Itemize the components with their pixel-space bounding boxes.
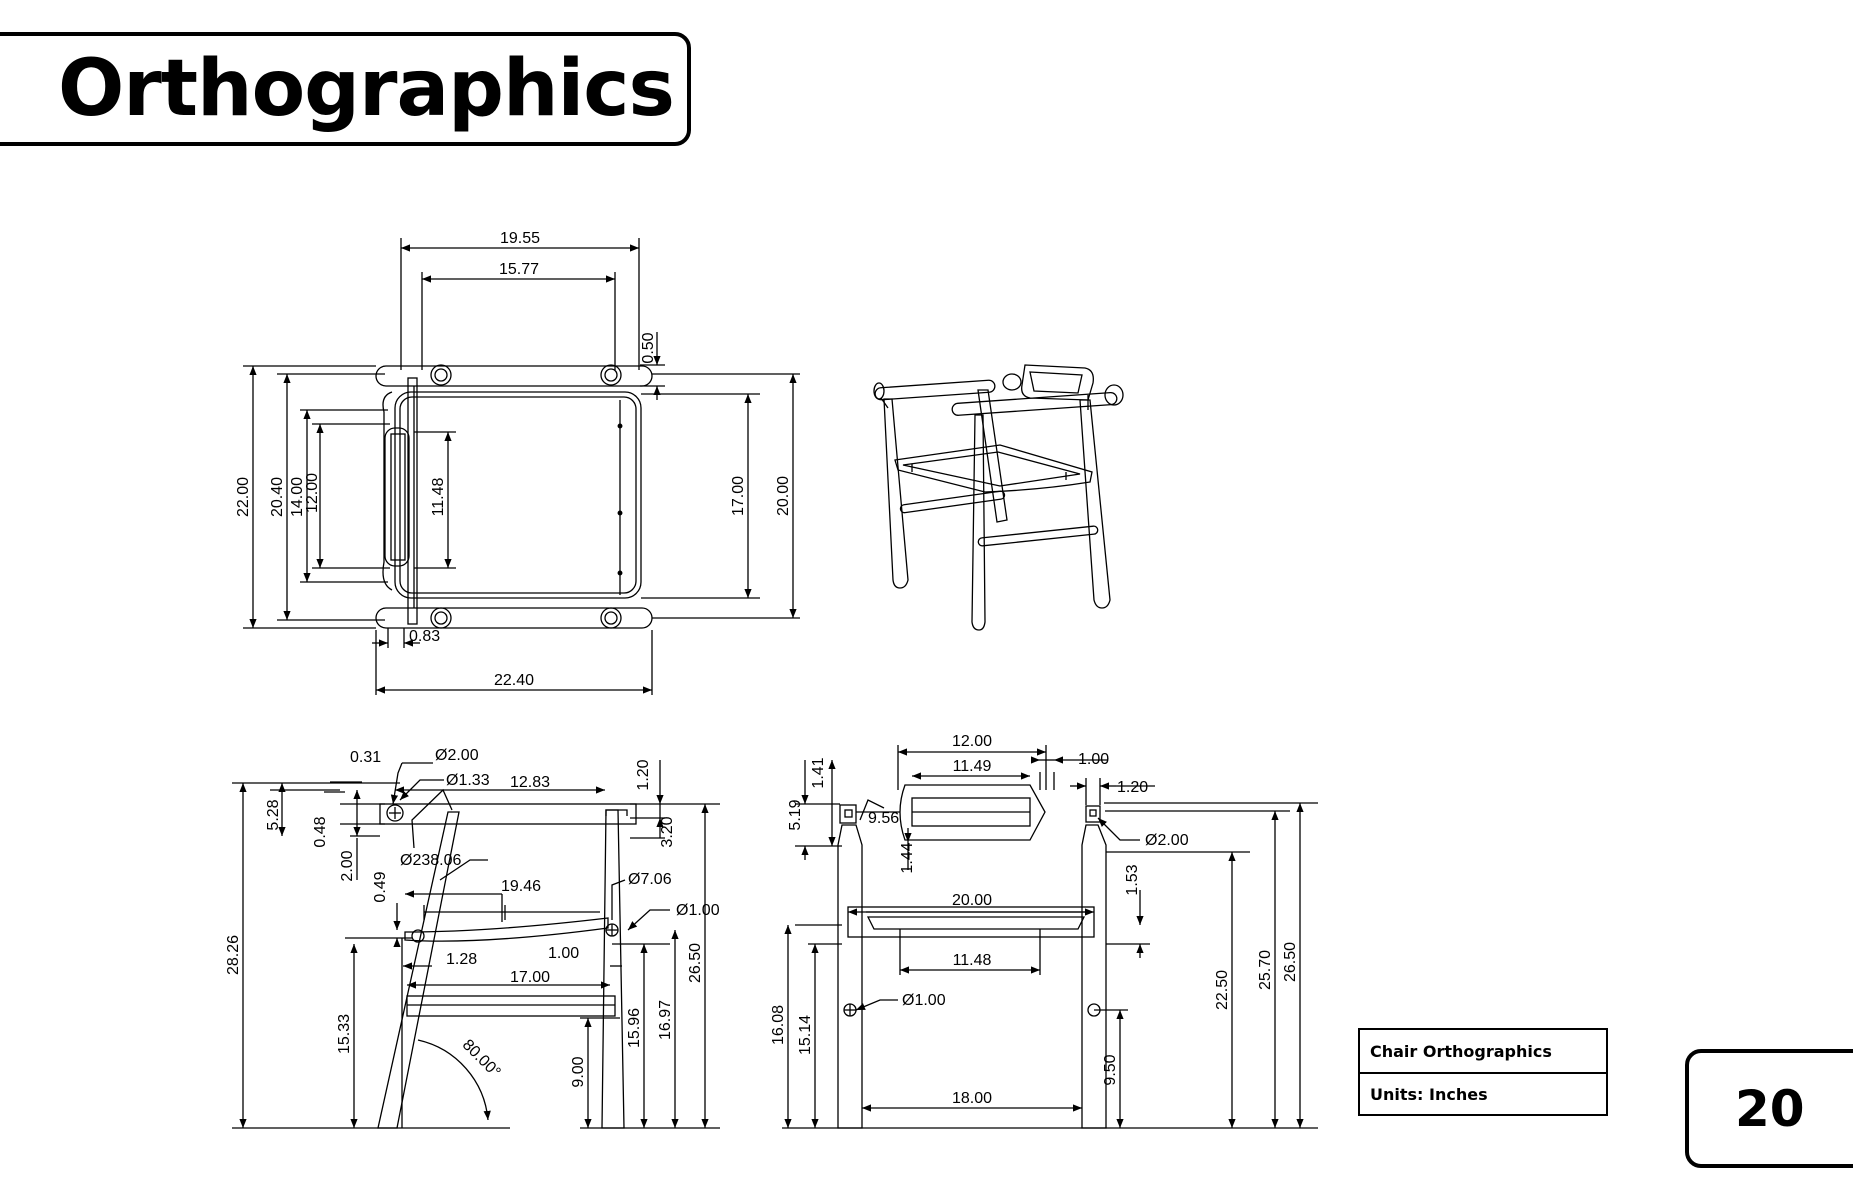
dim-base-width: 22.40 (494, 672, 534, 689)
side-view-arm-joint (386, 804, 404, 822)
iso-seat (894, 444, 1093, 493)
side-dim-d10: Ø238.06 (400, 852, 461, 869)
title-box: Orthographics (0, 32, 691, 146)
front-dim-d5: 1.20 (1117, 779, 1148, 796)
iso-leg-front-right (971, 414, 986, 631)
front-dim-d10: 1.53 (1124, 864, 1141, 895)
front-view-backrest (899, 784, 1046, 841)
iso-leg-back-right (1079, 399, 1111, 609)
front-dim-d7: 9.56 (868, 810, 899, 827)
side-dim-d5: 1.20 (635, 759, 652, 790)
front-view-leg-left (837, 824, 863, 1129)
title-block: Chair Orthographics Units: Inches (1358, 1028, 1608, 1116)
side-dim-d19: 17.00 (510, 969, 550, 986)
top-view-backrest (382, 391, 393, 591)
page-number: 20 (1735, 1079, 1805, 1138)
side-dim-d6: 5.28 (265, 799, 282, 830)
side-dim-d24: 80.00° (459, 1036, 504, 1081)
front-dim-d14: 16.08 (770, 1005, 787, 1045)
dim-width-inner: 15.77 (499, 261, 539, 278)
top-view (243, 238, 800, 695)
front-dim-d3: 1.41 (810, 757, 827, 788)
top-view-leg-back-right (600, 607, 622, 629)
side-dim-d11: Ø7.06 (628, 871, 672, 888)
front-dim-d2: 1.00 (1078, 751, 1109, 768)
side-dim-d20: 15.33 (336, 1014, 353, 1054)
page-title: Orthographics (58, 44, 675, 134)
front-dim-d8: Ø2.00 (1145, 832, 1189, 849)
front-dim-d1: 12.00 (952, 733, 992, 750)
side-dim-d13: 19.46 (501, 878, 541, 895)
top-view-seat (394, 391, 642, 599)
side-view-stretcher (406, 995, 616, 1017)
top-view-leg-back-left (430, 607, 452, 629)
front-dim-d18: 26.50 (1282, 942, 1299, 982)
top-view-rail-back (375, 365, 653, 387)
dim-seat-outer: 20.00 (775, 476, 792, 516)
iso-leg-back-left (977, 389, 1008, 523)
front-dim-d11: 20.00 (952, 892, 992, 909)
side-dim-d18: 26.50 (687, 943, 704, 983)
top-view-leg-front-left (430, 364, 452, 386)
front-dim-d9: 1.44 (899, 842, 916, 873)
title-block-units: Units: Inches (1360, 1072, 1606, 1114)
dim-width-overall: 19.55 (500, 230, 540, 247)
page-number-box: 20 (1685, 1049, 1853, 1168)
side-dim-d23: 9.00 (570, 1056, 587, 1087)
front-dim-d17: 25.70 (1257, 950, 1274, 990)
top-view-labels: 19.55 15.77 0.50 22.00 20.40 14.00 12.00… (235, 230, 792, 689)
side-dim-d2: Ø2.00 (435, 747, 479, 764)
iso-leg-front-left (883, 398, 909, 589)
side-view-seat (404, 917, 609, 942)
side-dim-d14: Ø1.00 (676, 902, 720, 919)
front-dim-d4: 11.49 (953, 758, 992, 775)
title-block-name: Chair Orthographics (1370, 1041, 1552, 1061)
dim-offset-left: 0.83 (409, 628, 440, 645)
side-view-front-leg (601, 809, 625, 1129)
front-dim-d12: 11.48 (953, 952, 992, 969)
side-dim-d22: 16.97 (657, 1000, 674, 1040)
dim-depth-overall: 22.00 (235, 477, 252, 517)
top-view-leg-front-right (600, 364, 622, 386)
dim-depth-seat: 20.40 (269, 477, 286, 517)
front-dim-d15: 15.14 (797, 1015, 814, 1055)
dim-seat-inner: 17.00 (730, 476, 747, 516)
side-view-labels: 0.31 Ø2.00 Ø1.33 12.83 1.20 5.28 0.48 3.… (225, 747, 720, 1088)
side-dim-d3: Ø1.33 (446, 772, 490, 789)
side-dim-d9: 2.00 (339, 850, 356, 881)
front-dim-d20: 18.00 (952, 1090, 992, 1107)
front-dim-d16: 22.50 (1214, 970, 1231, 1010)
side-view (232, 760, 720, 1129)
front-dim-d13: Ø1.00 (902, 992, 946, 1009)
side-dim-d4: 12.83 (510, 774, 550, 791)
front-dim-d19: 9.50 (1102, 1054, 1119, 1085)
side-view-armrest (379, 803, 637, 825)
dim-depth-back: 14.00 (289, 477, 306, 517)
side-dim-d8: 3.20 (659, 816, 676, 847)
side-dim-d12: 0.49 (372, 871, 389, 902)
side-dim-d17: 1.00 (548, 945, 579, 962)
side-dim-d7: 0.48 (312, 816, 329, 847)
front-view-seat (847, 906, 1095, 938)
isometric-view (873, 364, 1124, 631)
dim-depth-back-inner: 12.00 (304, 473, 321, 513)
dim-back-span: 11.48 (430, 477, 447, 516)
side-dim-d15: 28.26 (225, 935, 242, 975)
side-dim-d1: 0.31 (350, 749, 381, 766)
front-view-labels: 12.00 1.00 1.41 11.49 1.20 5.19 9.56 Ø2.… (770, 733, 1299, 1107)
dim-offset-top: 0.50 (640, 332, 657, 363)
side-dim-d16: 1.28 (446, 951, 477, 968)
front-view (782, 745, 1318, 1129)
side-dim-d21: 15.96 (626, 1008, 643, 1048)
front-dim-d6: 5.19 (787, 799, 804, 830)
